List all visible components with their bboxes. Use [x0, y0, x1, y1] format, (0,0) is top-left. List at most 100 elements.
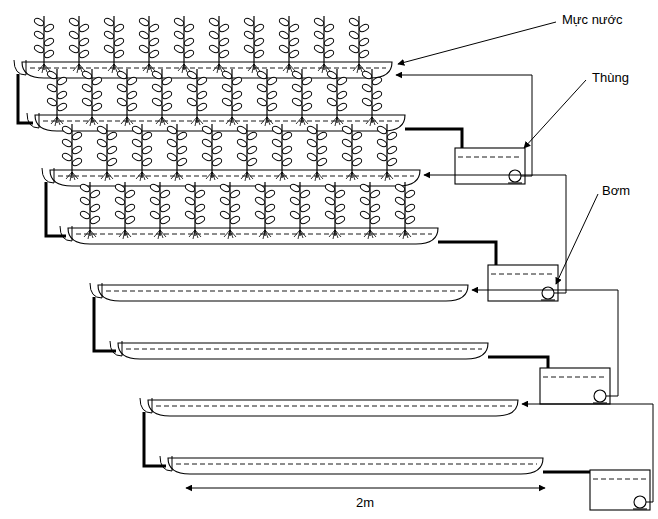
trough-cap — [42, 168, 54, 183]
plant-leaf — [254, 183, 266, 193]
plant-leaf — [141, 145, 153, 155]
dimension-arrow — [186, 488, 545, 489]
plant-symbol — [289, 182, 311, 239]
plant-leaf — [301, 102, 313, 112]
plant-leaf — [336, 76, 348, 86]
plant-roots — [119, 230, 131, 239]
plant-leaf — [218, 37, 230, 47]
plant-leaf — [68, 17, 80, 27]
plant-leaf — [254, 210, 266, 220]
tank-body — [590, 470, 650, 510]
plant-leaf — [243, 44, 255, 54]
plant-leaf — [43, 37, 55, 47]
plant-leaf — [348, 30, 360, 40]
plant-roots — [84, 230, 96, 239]
plant-leaf — [281, 145, 293, 155]
plant-leaf — [351, 145, 363, 155]
plant-leaf — [124, 189, 136, 199]
plant-leaf — [106, 131, 118, 141]
plant-leaf — [91, 102, 103, 112]
supply-line — [472, 290, 618, 396]
plant-leaf — [323, 23, 335, 33]
supply-line — [424, 175, 566, 293]
plant-leaf — [194, 189, 206, 199]
plant-leaf — [184, 210, 196, 220]
plant-symbol — [394, 182, 416, 239]
plant-leaf — [201, 152, 213, 162]
plant-symbol — [361, 69, 383, 126]
plant-leaf — [236, 152, 248, 162]
plant-leaf — [359, 196, 371, 206]
plant-leaf — [218, 23, 230, 33]
plant-symbol — [236, 124, 258, 181]
plant-symbol — [271, 124, 293, 181]
plant-symbol — [221, 69, 243, 126]
plant-symbol — [96, 124, 118, 181]
plant-leaf — [256, 83, 268, 93]
plant-leaf — [211, 157, 223, 167]
pump-base — [541, 299, 555, 300]
leader-line — [398, 22, 556, 64]
plant-leaf — [148, 37, 160, 47]
trough-cap — [27, 113, 39, 128]
pump-symbol — [509, 170, 521, 182]
plant-leaf — [131, 138, 143, 148]
plant-leaf — [271, 152, 283, 162]
plant-symbol — [151, 69, 173, 126]
plant-leaf — [184, 196, 196, 206]
plant-leaf — [288, 23, 300, 33]
plant-symbol — [79, 182, 101, 239]
plant-leaf — [103, 44, 115, 54]
plant-leaf — [376, 138, 388, 148]
thick-pipe — [94, 297, 116, 351]
plant-leaf — [176, 157, 188, 167]
plant-leaf — [266, 76, 278, 86]
dimension-label: 2m — [354, 495, 376, 511]
thick-pipe — [18, 74, 33, 123]
plant-leaf — [173, 17, 185, 27]
trough — [90, 283, 468, 301]
plant-leaf — [341, 152, 353, 162]
trough-cap — [90, 283, 102, 298]
water-level — [126, 349, 482, 350]
plant-leaf — [103, 30, 115, 40]
plant-leaf — [71, 131, 83, 141]
trough-body — [148, 400, 518, 416]
plant-roots — [154, 230, 166, 239]
thick-pipe — [46, 182, 66, 236]
plant-leaf — [103, 17, 115, 27]
tank-water — [491, 274, 555, 275]
plant-symbol — [149, 182, 171, 239]
plant-leaf — [166, 125, 178, 135]
plant-leaf — [81, 97, 93, 107]
plant-leaf — [334, 203, 346, 213]
plant-leaf — [161, 76, 173, 86]
plant-leaf — [46, 70, 58, 80]
plant-leaf — [394, 183, 406, 193]
trough-cap — [110, 341, 122, 356]
plant-leaf — [78, 37, 90, 47]
plant-leaf — [71, 145, 83, 155]
plant-leaf — [173, 44, 185, 54]
plant-leaf — [236, 138, 248, 148]
plant-leaf — [219, 196, 231, 206]
plant-leaf — [184, 183, 196, 193]
plant-roots — [51, 117, 63, 126]
plant-leaf — [46, 83, 58, 93]
plant-leaf — [201, 138, 213, 148]
plant-leaf — [124, 203, 136, 213]
plant-leaf — [56, 76, 68, 86]
plant-leaf — [33, 30, 45, 40]
plant-leaf — [266, 102, 278, 112]
plant-leaf — [231, 76, 243, 86]
plant-symbol — [326, 69, 348, 126]
plant-symbol — [46, 69, 68, 126]
plant-leaf — [336, 90, 348, 100]
plant-leaf — [218, 49, 230, 59]
plant-leaf — [161, 102, 173, 112]
plant-symbol — [291, 69, 313, 126]
plant-leaf — [324, 196, 336, 206]
plant-leaf — [236, 125, 248, 135]
plant-leaf — [324, 210, 336, 220]
